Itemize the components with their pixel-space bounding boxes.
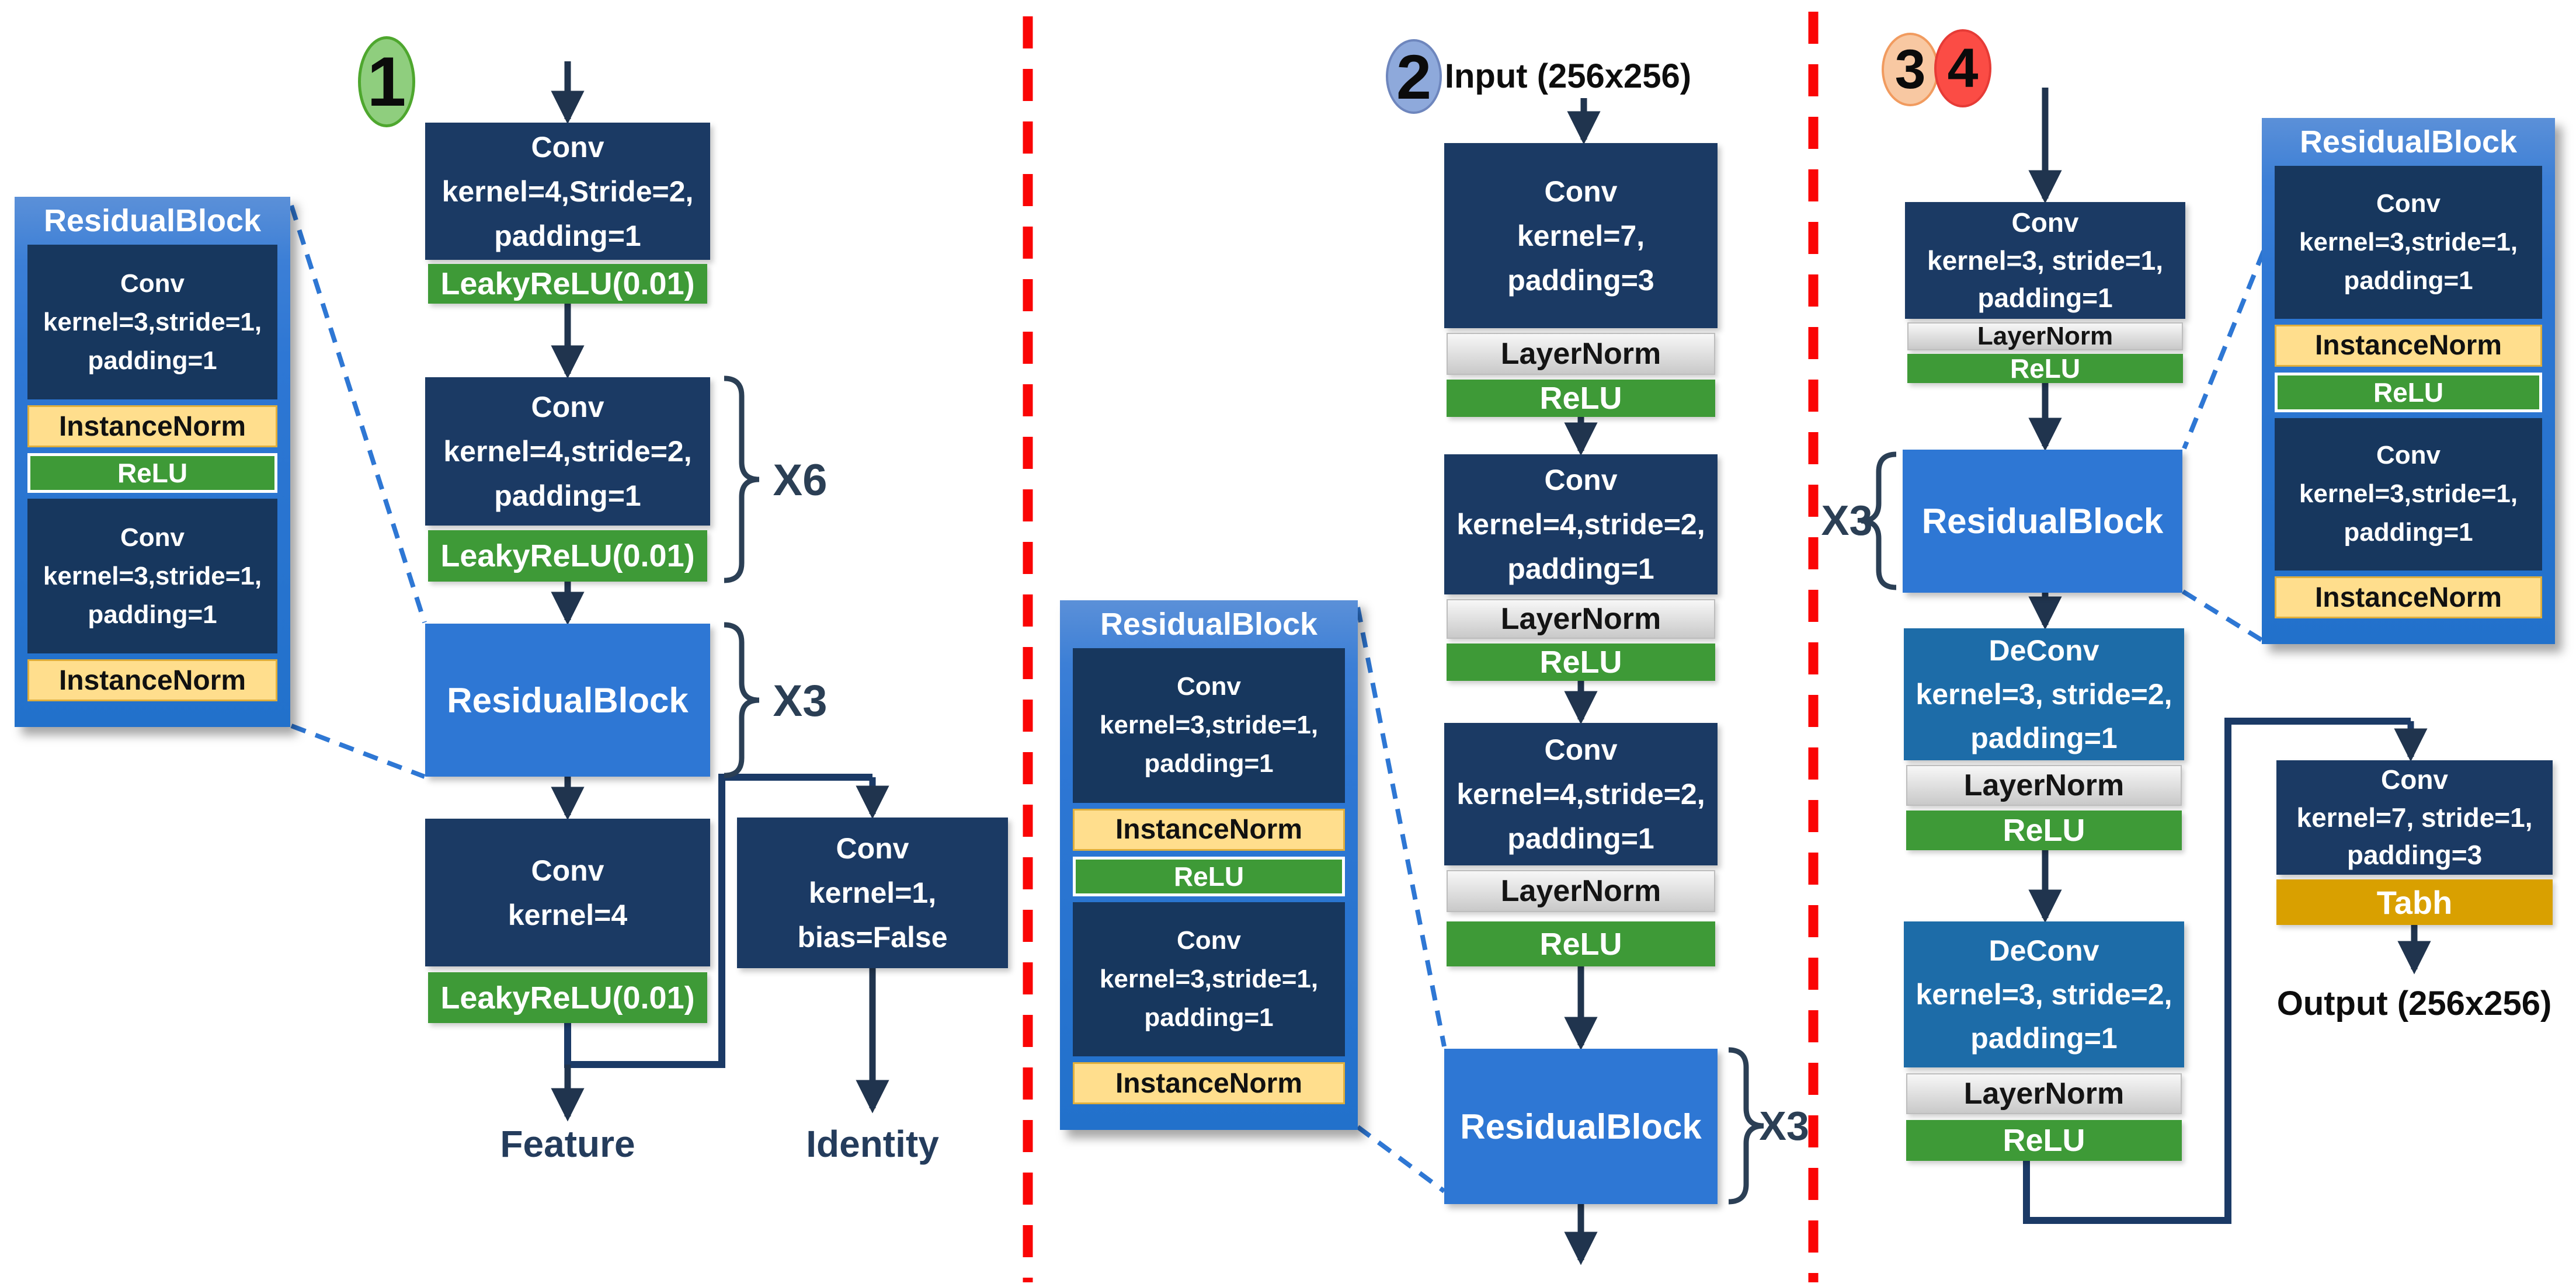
badge-section-3: 3 [1882,33,1939,106]
leakyrelu-block: LeakyReLU(0.01) [428,530,707,582]
leakyrelu-block: LeakyReLU(0.01) [428,264,707,304]
detail-conv-1: Conv kernel=3,stride=1, padding=1 [1073,648,1345,803]
residualblock-detail-left: ResidualBlock Conv kernel=3,stride=1, pa… [15,197,290,727]
conv-block: Conv kernel=7, padding=3 [1444,143,1718,328]
detail-conv-2: Conv kernel=3,stride=1, padding=1 [1073,902,1345,1056]
residualblock-detail-title: ResidualBlock [1100,607,1318,642]
layernorm-block: LayerNorm [1447,333,1715,375]
relu-block: ReLU [1906,811,2182,850]
deconv-block: DeConv kernel=3, stride=2, padding=1 [1904,628,2184,760]
detail-instancenorm-1: InstanceNorm [1073,808,1345,851]
x6-brace [724,375,760,583]
detail-link [2181,589,2265,644]
detail-instancenorm-1: InstanceNorm [27,405,277,447]
badge-section-2: 2 [1386,39,1442,114]
deconv-block: DeConv kernel=3, stride=2, padding=1 [1904,921,2184,1067]
detail-instancenorm-2: InstanceNorm [2275,576,2542,618]
feature-output-label: Feature [500,1123,635,1165]
detail-conv-1: Conv kernel=3,stride=1, padding=1 [27,245,277,399]
detail-instancenorm-2: InstanceNorm [1073,1062,1345,1104]
detail-link [290,723,426,779]
detail-conv-2: Conv kernel=3,stride=1, padding=1 [27,499,277,653]
residualblock-detail-middle: ResidualBlock Conv kernel=3,stride=1, pa… [1060,600,1358,1130]
residualblock-detail-title: ResidualBlock [2299,124,2518,159]
layernorm-block: LayerNorm [1907,322,2183,350]
detail-link [1355,607,1447,1047]
repeat-x6-label: X6 [773,455,828,505]
conv-block: Conv kernel=4,stride=2, padding=1 [425,377,710,526]
conv-block: Conv kernel=1, bias=False [737,818,1008,968]
residualblock: ResidualBlock [425,624,710,777]
input-label: Input (256x256) [1444,57,1692,95]
conv-block: Conv kernel=4 [425,819,710,966]
detail-instancenorm-1: InstanceNorm [2275,324,2542,367]
output-label: Output (256x256) [2276,984,2552,1022]
detail-link [1356,1125,1446,1194]
conv-block: Conv kernel=4,stride=2, padding=1 [1444,723,1718,865]
layernorm-block: LayerNorm [1447,599,1715,639]
detail-conv-1: Conv kernel=3,stride=1, padding=1 [2275,166,2542,319]
layernorm-block: LayerNorm [1447,870,1715,912]
detail-instancenorm-2: InstanceNorm [27,659,277,701]
relu-block: ReLU [1906,1120,2182,1161]
detail-relu: ReLU [27,453,277,493]
badge-section-4: 4 [1934,29,1991,107]
repeat-x3-label: X3 [773,676,828,726]
repeat-x3-label: X3 [1759,1103,1809,1149]
residualblock: ResidualBlock [1903,450,2182,593]
detail-relu: ReLU [1073,856,1345,896]
residualblock-detail-title: ResidualBlock [43,203,262,238]
feature-branch-path [564,774,872,1068]
tanh-block: Tabh [2276,879,2553,925]
layernorm-block: LayerNorm [1906,765,2182,806]
relu-block: ReLU [1447,380,1715,417]
leakyrelu-block: LeakyReLU(0.01) [428,972,707,1023]
identity-output-label: Identity [806,1123,939,1165]
x3-brace-decoder [1861,451,1897,590]
badge-section-1: 1 [358,36,415,127]
x3-brace-encoder [1728,1047,1764,1205]
detail-link [2182,250,2266,450]
x3-brace-discriminator [724,622,760,778]
layernorm-block: LayerNorm [1906,1073,2182,1114]
relu-block: ReLU [1907,353,2183,384]
conv-block: Conv kernel=7, stride=1, padding=3 [2276,760,2553,875]
residualblock-detail-right: ResidualBlock Conv kernel=3,stride=1, pa… [2262,118,2555,644]
generator-output-path [2023,718,2411,1224]
repeat-x3-label: X3 [1821,498,1873,544]
conv-block: Conv kernel=4,stride=2, padding=1 [1444,454,1718,594]
detail-conv-2: Conv kernel=3,stride=1, padding=1 [2275,418,2542,571]
detail-relu: ReLU [2275,372,2542,412]
detail-link [289,204,427,624]
residualblock: ResidualBlock [1444,1049,1718,1204]
conv-block: Conv kernel=3, stride=1, padding=1 [1905,202,2185,319]
relu-block: ReLU [1447,644,1715,681]
relu-block: ReLU [1447,921,1715,966]
conv-block: Conv kernel=4,Stride=2, padding=1 [425,123,710,260]
